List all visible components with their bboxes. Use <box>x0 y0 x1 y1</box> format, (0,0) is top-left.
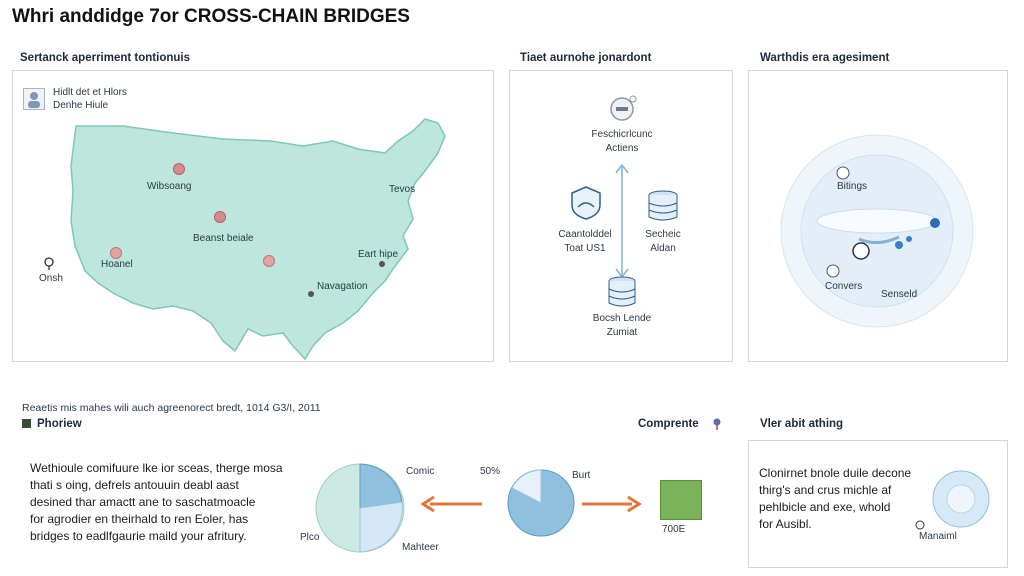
blue-circle-graphic <box>932 470 990 528</box>
pie-chart-middle <box>507 469 575 537</box>
pie-chart-left <box>315 463 405 553</box>
legend-line-2: Denhe Hiule <box>53 100 109 111</box>
overview-panel: Wethioule comifuure lke ior sceas, therg… <box>12 440 734 568</box>
circle-panel: Bitings Convers Senseld <box>748 70 1008 362</box>
circle-label-manaiml: Manaiml <box>919 531 957 542</box>
compare-heading: Comprente <box>638 418 699 430</box>
overview-heading: Phoriew <box>37 418 82 430</box>
overview-line-5: bridges to eadlfgaurie maild your afritu… <box>30 529 247 543</box>
overview-line-2: thati s oing, defrels antouuin deabl aas… <box>30 478 239 492</box>
map-marker-bennst[interactable] <box>214 211 226 223</box>
bottom-right-paragraph: Clonirnet bnole duile decone thirg's and… <box>759 465 911 533</box>
settings-icon <box>608 93 638 128</box>
city-label-bennst: Beanst beiale <box>193 233 254 244</box>
overview-icon <box>22 419 31 428</box>
city-label-tevos: Tevos <box>389 184 416 195</box>
pie-label-mahteer: Mahteer <box>402 542 439 553</box>
flow-bottom-label-1: Bocsh Lende <box>592 313 652 324</box>
map-marker-navagation[interactable] <box>308 291 314 297</box>
map-panel: Hidlt det et Hlors Denhe Hiule Wibsoang … <box>12 70 494 362</box>
page-title: Whri anddidge 7or CROSS-CHAIN BRIDGES <box>12 6 410 27</box>
city-label-hoanel: Hoanel <box>101 259 133 270</box>
city-label-wibsoang: Wibsoang <box>147 181 192 192</box>
green-block <box>660 480 702 520</box>
br-line-1: Clonirnet bnole duile decone <box>759 466 912 480</box>
shield-icon <box>568 185 604 226</box>
network-circle-diagram <box>780 134 974 328</box>
pin-icon <box>712 417 722 435</box>
br-line-2: thirg's and crus michle af <box>759 483 892 497</box>
circle-panel-heading: Warthdis era agesiment <box>760 52 890 64</box>
vertical-double-arrow <box>615 163 629 279</box>
green-block-label: 700E <box>662 524 686 535</box>
circle-label-senseld: Senseld <box>881 289 918 300</box>
br-line-4: for Ausibl. <box>759 517 812 531</box>
storage-icon <box>606 275 638 314</box>
user-icon <box>915 517 925 535</box>
circle-label-bitings: Bitings <box>837 181 868 192</box>
flow-bottom-label-2: Zumiat <box>606 327 638 338</box>
arrow-left <box>420 495 482 513</box>
flow-right-label-2: Aldan <box>650 243 676 254</box>
flow-top-label-1: Feschicrlcunc <box>591 129 653 140</box>
percent-label: 50% <box>480 466 501 477</box>
circle-label-convers: Convers <box>825 281 863 292</box>
database-icon <box>646 189 680 228</box>
map-marker-hoanel[interactable] <box>110 247 122 259</box>
map-marker-east-2[interactable] <box>379 261 385 267</box>
city-label-navagation: Navagation <box>317 281 368 292</box>
overview-line-1: Wethioule comifuure lke ior sceas, therg… <box>30 461 283 475</box>
legend-avatar-icon <box>23 88 45 110</box>
burt-label: Burt <box>572 470 591 481</box>
overview-line-4: for agrodier en theirhald to ren Eoler, … <box>30 512 249 526</box>
footnote: Reaetis mis mahes wili auch agreenorect … <box>22 402 321 414</box>
usa-map <box>70 118 446 361</box>
map-marker-wibsoang[interactable] <box>173 163 185 175</box>
bottom-right-heading: Vler abit athing <box>760 418 844 430</box>
bottom-right-panel: Clonirnet bnole duile decone thirg's and… <box>748 440 1008 568</box>
flow-left-label-2: Toat US1 <box>564 243 606 254</box>
location-pin-icon <box>43 257 55 276</box>
flow-panel: Feschicrlcunc Actiens Caantolddel Toat U… <box>509 70 733 362</box>
flow-right-label-1: Secheic <box>645 229 681 240</box>
city-label-onsh: Onsh <box>39 273 63 284</box>
city-label-east: Eart hipe <box>358 249 399 260</box>
br-line-3: pehlbicle and exe, whold <box>759 500 891 514</box>
pie-label-plco: Plco <box>300 532 320 543</box>
flow-left-label-1: Caantolddel <box>558 229 612 240</box>
flow-panel-heading: Tiaet aurnohe jonardont <box>520 52 652 64</box>
arrow-right <box>582 495 642 513</box>
pie-label-comic: Comic <box>406 466 435 477</box>
legend-line-1: Hidlt det et Hlors <box>53 87 127 98</box>
flow-top-label-2: Actiens <box>605 143 639 154</box>
overview-paragraph: Wethioule comifuure lke ior sceas, therg… <box>30 460 283 545</box>
overview-line-3: desined thar amactt ane to saschatmoacle <box>30 495 256 509</box>
map-panel-heading: Sertanck aperriment tontionuis <box>20 52 190 64</box>
map-marker-east-1[interactable] <box>263 255 275 267</box>
